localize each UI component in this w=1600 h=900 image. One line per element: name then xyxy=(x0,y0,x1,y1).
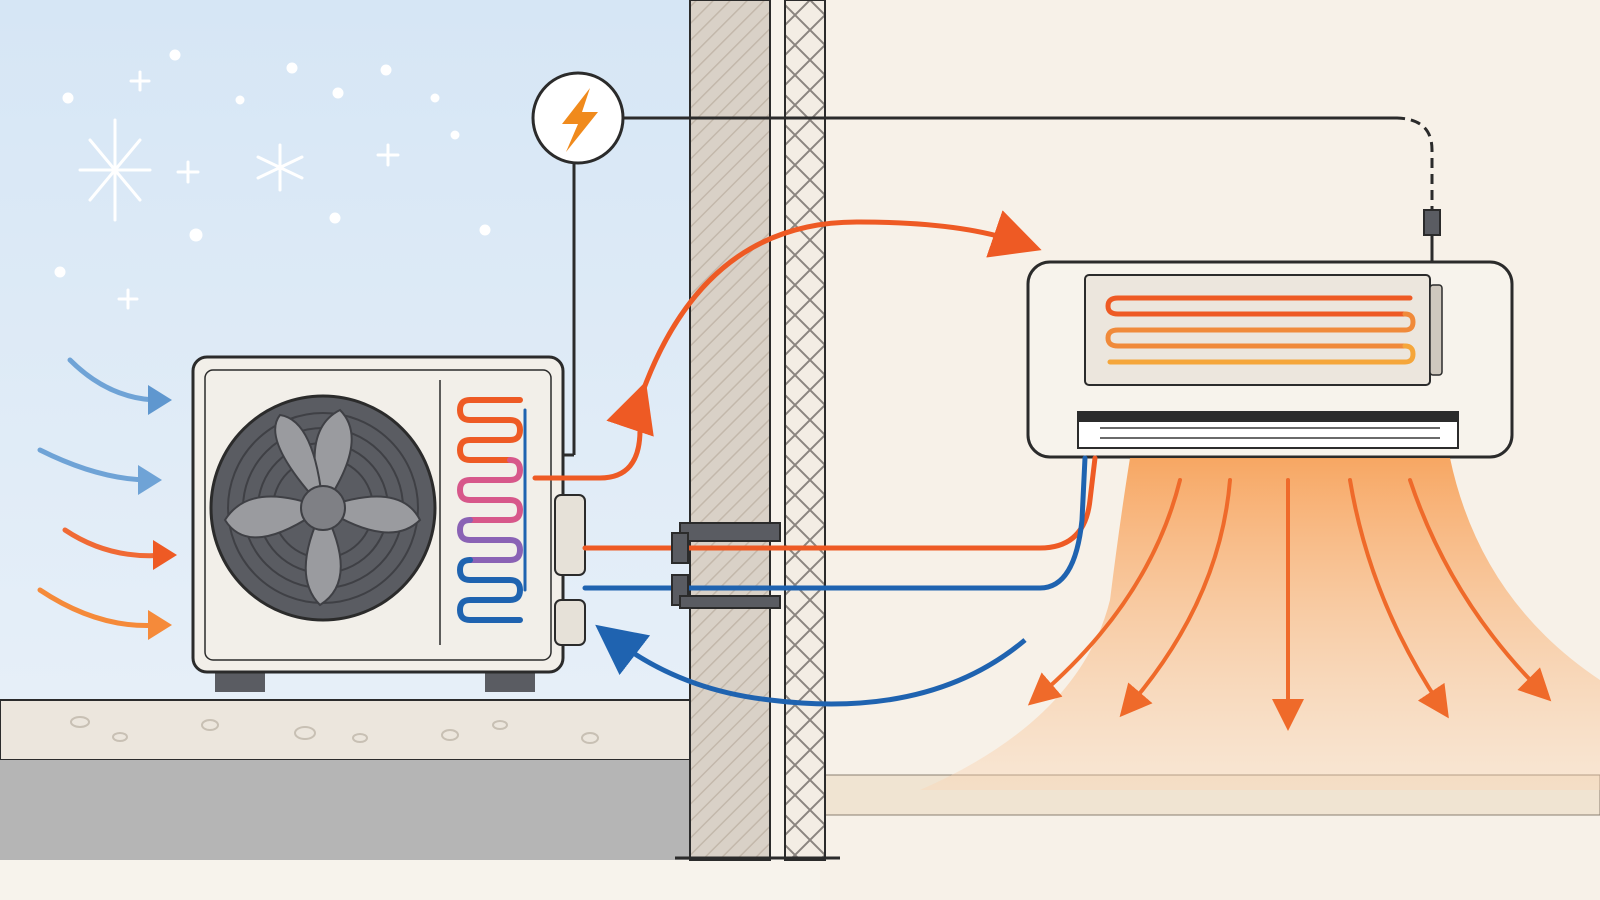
cold-return-arrow xyxy=(595,624,1027,707)
fan-icon xyxy=(209,394,437,622)
wall-masonry xyxy=(689,0,771,861)
ground-base xyxy=(0,760,690,860)
intake-arrowheads xyxy=(138,385,177,640)
hot-flow-arrow xyxy=(606,210,1042,437)
refrigerant-lines xyxy=(532,427,1098,591)
warm-air-arrows xyxy=(1027,478,1552,731)
wall-insulation xyxy=(784,0,826,861)
ground-surface xyxy=(0,699,691,761)
lightning-bolt-icon xyxy=(562,88,598,152)
indoor-coil xyxy=(1105,295,1416,365)
outdoor-coil xyxy=(456,397,527,623)
snowflake-icon xyxy=(54,49,491,310)
wall-pipe-sleeve xyxy=(671,522,781,609)
